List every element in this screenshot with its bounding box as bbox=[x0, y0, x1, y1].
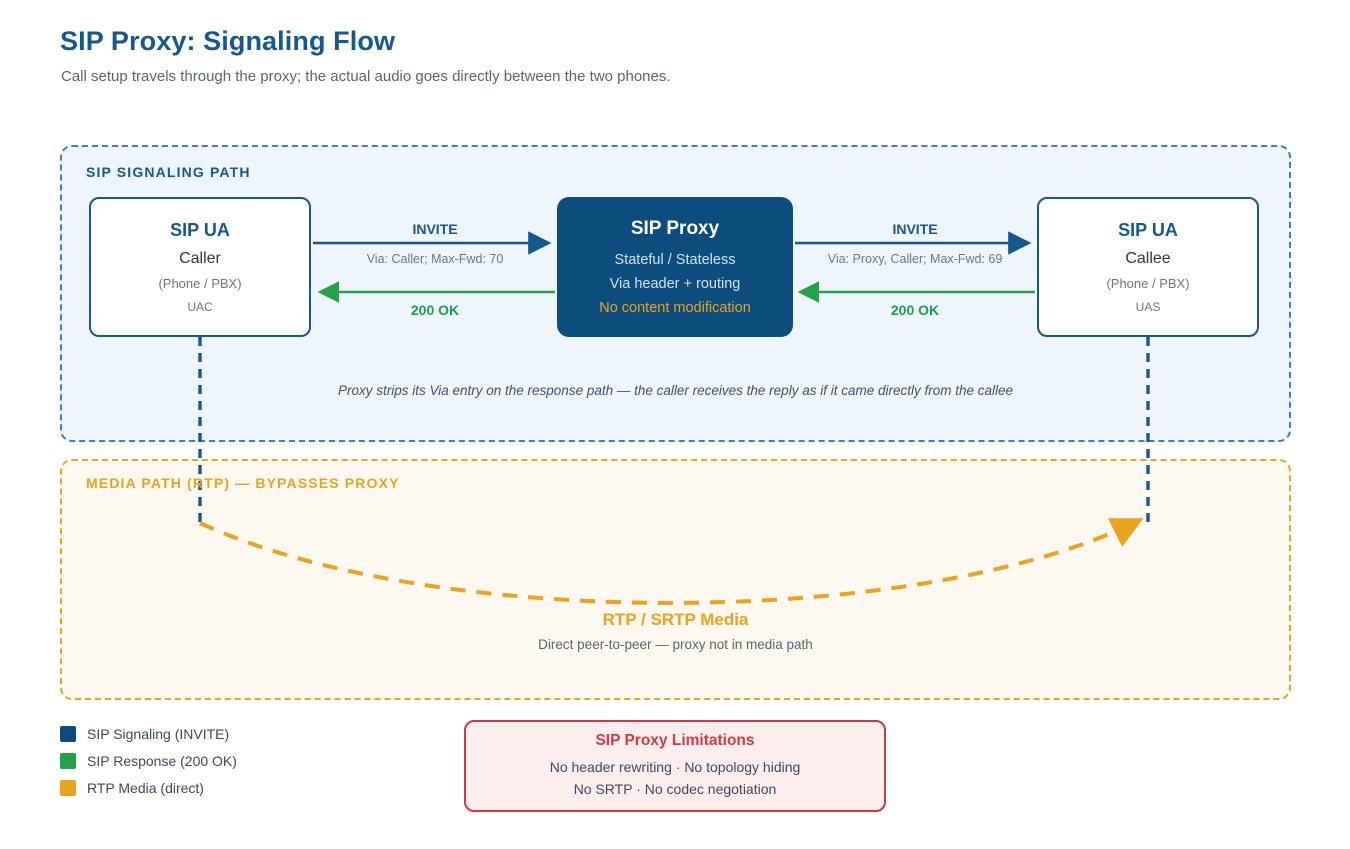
page-title: SIP Proxy: Signaling Flow bbox=[60, 26, 396, 56]
caller-title: SIP UA bbox=[170, 220, 230, 240]
callee-kind: (Phone / PBX) bbox=[1106, 276, 1190, 291]
legend-label-signaling: SIP Signaling (INVITE) bbox=[87, 725, 230, 742]
media-subtitle: Direct peer-to-peer — proxy not in media… bbox=[538, 637, 813, 652]
node-callee[interactable]: SIP UA Callee (Phone / PBX) UAS bbox=[1037, 197, 1259, 337]
media-title: RTP / SRTP Media bbox=[602, 610, 749, 629]
signaling-note: Proxy strips its Via entry on the respon… bbox=[337, 383, 1014, 398]
legend-item-response: SIP Response (200 OK) bbox=[60, 747, 237, 774]
invite-label-left: INVITE bbox=[412, 221, 458, 237]
signaling-panel-label: SIP SIGNALING PATH bbox=[86, 164, 251, 180]
media-path-panel bbox=[60, 459, 1291, 700]
media-panel-label: MEDIA PATH (RTP) — BYPASSES PROXY bbox=[86, 475, 400, 491]
caller-role: Caller bbox=[179, 250, 221, 267]
invite-detail-right: Via: Proxy, Caller; Max-Fwd: 69 bbox=[827, 252, 1003, 266]
proxy-line-2: Via header + routing bbox=[609, 276, 741, 292]
proxy-line-1: Stateful / Stateless bbox=[614, 252, 736, 269]
legend-item-media: RTP Media (direct) bbox=[60, 774, 237, 801]
limitations-line-1: No header rewriting · No topology hiding bbox=[549, 758, 801, 775]
legend-item-signaling: SIP Signaling (INVITE) bbox=[60, 720, 237, 747]
limitations-line-2: No SRTP · No codec negotiation bbox=[573, 780, 777, 797]
legend-label-response: SIP Response (200 OK) bbox=[87, 752, 237, 769]
callee-role: Callee bbox=[1125, 250, 1171, 267]
node-sip-proxy[interactable]: SIP Proxy Stateful / Stateless Via heade… bbox=[557, 197, 793, 337]
legend-swatch-signaling bbox=[60, 725, 76, 742]
invite-detail-left: Via: Caller; Max-Fwd: 70 bbox=[366, 252, 504, 266]
ok-label-right: 200 OK bbox=[890, 302, 940, 318]
legend: SIP Signaling (INVITE) SIP Response (200… bbox=[60, 720, 237, 801]
caller-kind: (Phone / PBX) bbox=[158, 276, 242, 291]
invite-label-right: INVITE bbox=[892, 221, 938, 237]
ok-label-left: 200 OK bbox=[410, 302, 460, 318]
legend-swatch-media bbox=[60, 779, 76, 796]
page-subtitle: Call setup travels through the proxy; th… bbox=[61, 68, 671, 85]
legend-swatch-response bbox=[60, 752, 76, 769]
proxy-note: No content modification bbox=[599, 299, 751, 316]
node-caller[interactable]: SIP UA Caller (Phone / PBX) UAC bbox=[89, 197, 311, 337]
callee-agent: UAS bbox=[1135, 300, 1161, 314]
caller-agent: UAC bbox=[187, 300, 213, 314]
limitations-title: SIP Proxy Limitations bbox=[595, 731, 755, 749]
callee-title: SIP UA bbox=[1118, 220, 1178, 240]
limitations-card: SIP Proxy Limitations No header rewritin… bbox=[464, 720, 886, 812]
legend-label-media: RTP Media (direct) bbox=[87, 779, 204, 796]
proxy-title: SIP Proxy bbox=[630, 218, 720, 240]
